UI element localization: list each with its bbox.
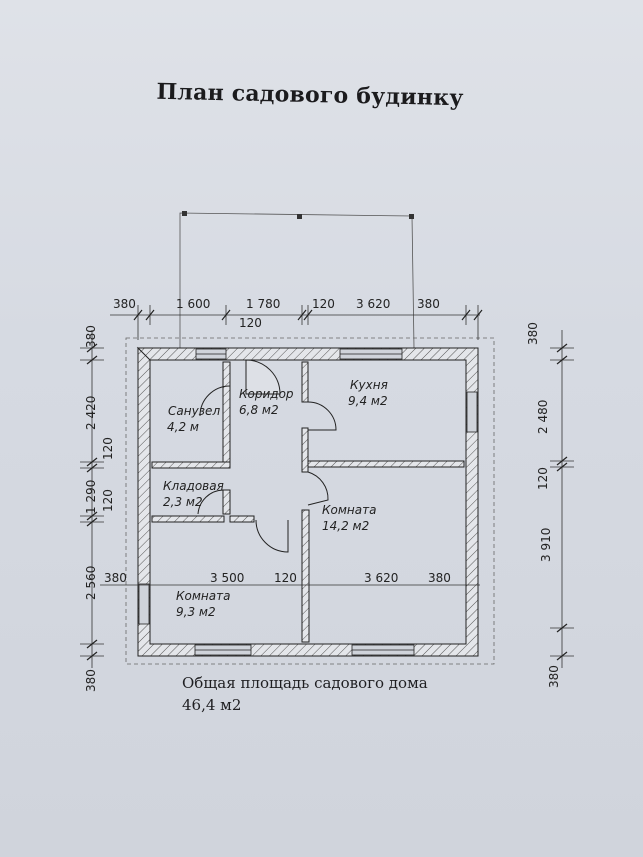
dim-top-6: 380 xyxy=(417,297,440,311)
dim-top-4: 120 xyxy=(312,297,335,311)
dim-mid-5: 380 xyxy=(428,571,451,585)
windows xyxy=(138,348,478,656)
total-area-label: Общая площадь садового дома xyxy=(182,674,428,692)
dim-top-1: 380 xyxy=(113,297,136,311)
dim-left-4: 1 290 xyxy=(84,480,98,514)
dim-top-2: 1 600 xyxy=(176,297,210,311)
total-area-value: 46,4 м2 xyxy=(182,696,242,714)
dim-left-6: 2 560 xyxy=(84,566,98,600)
terrace-outline xyxy=(179,211,415,349)
site-boundary xyxy=(125,337,495,665)
walls xyxy=(136,346,479,657)
room-bedroom-name: Комната xyxy=(176,589,230,603)
dimension-ticks xyxy=(86,309,568,661)
room-bedroom-area: 9,3 м2 xyxy=(176,605,216,619)
room-living-name: Комната xyxy=(322,503,376,517)
dim-left-7: 380 xyxy=(84,669,98,692)
room-bathroom-area: 4,2 м xyxy=(167,420,199,434)
room-kitchen-area: 9,4 м2 xyxy=(348,394,388,408)
dim-left-3: 120 xyxy=(101,437,115,460)
room-kitchen-name: Кухня xyxy=(350,378,388,392)
dim-right-1: 380 xyxy=(526,322,540,345)
dim-left-5: 120 xyxy=(101,489,115,512)
dim-right-3: 120 xyxy=(536,467,550,490)
room-corridor-name: Коридор xyxy=(239,387,294,401)
room-living-area: 14,2 м2 xyxy=(322,519,369,533)
door-swings xyxy=(197,359,337,553)
dim-right-5: 380 xyxy=(547,665,561,688)
dim-top-3: 1 780 xyxy=(246,297,280,311)
dim-left-1: 380 xyxy=(84,325,98,348)
dim-right-4: 3 910 xyxy=(539,528,553,562)
dim-top-5: 3 620 xyxy=(356,297,390,311)
dim-mid-2: 3 500 xyxy=(210,571,244,585)
dim-door-gap: 120 xyxy=(239,316,262,330)
room-corridor-area: 6,8 м2 xyxy=(239,403,279,417)
dim-mid-3: 120 xyxy=(274,571,297,585)
dim-mid-4: 3 620 xyxy=(364,571,398,585)
room-storage-name: Кладовая xyxy=(163,479,224,493)
room-storage-area: 2,3 м2 xyxy=(163,495,203,509)
dim-left-2: 2 420 xyxy=(84,396,98,430)
dim-right-2: 2 480 xyxy=(536,400,550,434)
dim-mid-1: 380 xyxy=(104,571,127,585)
room-bathroom-name: Санузел xyxy=(168,404,220,418)
